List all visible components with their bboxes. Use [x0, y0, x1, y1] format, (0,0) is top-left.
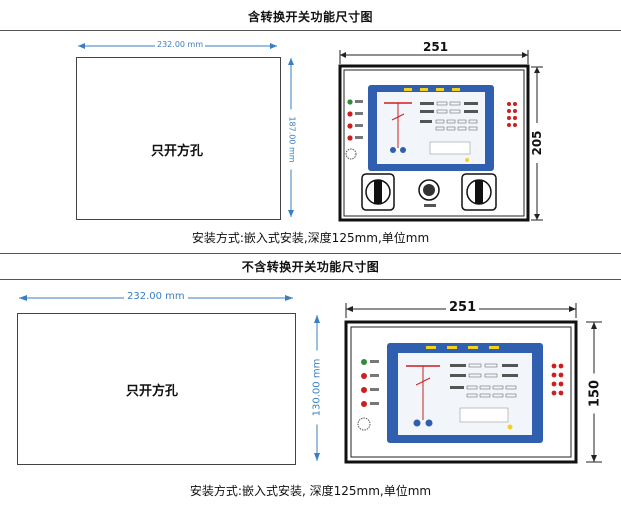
section2-install-note: 安装方式:嵌入式安装, 深度125mm,单位mm: [189, 484, 432, 498]
section2-cutout-label: 只开方孔: [126, 384, 179, 399]
section2-divider: [0, 279, 621, 280]
section1-cutout-label: 只开方孔: [151, 144, 204, 159]
section2-panel-width-label: 251: [446, 300, 480, 315]
section2-cutout: [17, 313, 296, 465]
section1-divider: [0, 30, 621, 31]
section1-cutout: [76, 57, 281, 220]
section2-top-divider: [0, 253, 621, 254]
section1-panel-width-label: 251: [420, 40, 452, 54]
section1-install-note: 安装方式:嵌入式安装,深度125mm,单位mm: [191, 231, 430, 245]
section1-cutout-width-label: 232.00 mm: [155, 40, 206, 49]
section2-title: 不含转换开关功能尺寸图: [241, 260, 380, 274]
section2-cutout-width-label: 232.00 mm: [124, 291, 188, 302]
section1-title: 含转换开关功能尺寸图: [247, 10, 373, 24]
